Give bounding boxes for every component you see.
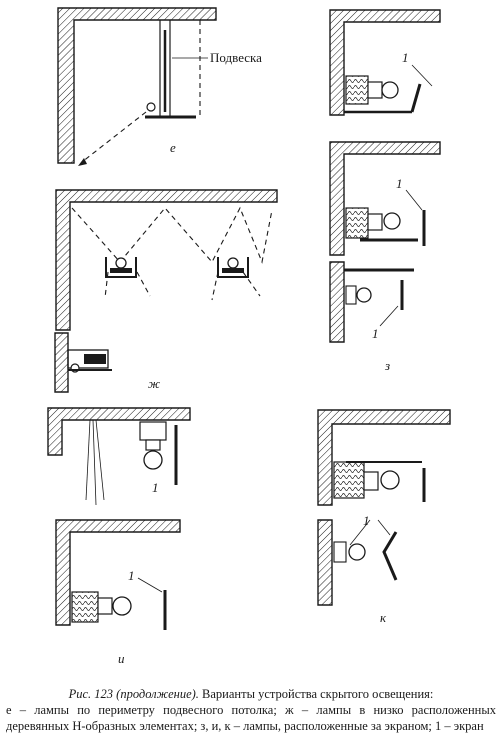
label-one-k: 1 [363,513,370,528]
variant-k: 1 к [317,409,451,625]
label-one-i1: 1 [152,480,159,495]
label-podveska: Подвеска [210,50,262,65]
label-one-i2: 1 [128,568,135,583]
variant-z: 1 1 1 з [329,9,441,373]
label-one-z2: 1 [396,176,403,191]
wall-zh-detail [54,332,69,393]
screen-1 [410,83,422,113]
variant-zh: ж [54,189,278,393]
label-z: з [384,358,390,373]
wall-i-1 [47,407,191,456]
wall-z-1 [329,9,441,116]
wall-zh [55,189,278,331]
caption-title: Рис. 123 (продолжение). [68,687,199,701]
label-one-z3: 1 [372,326,379,341]
variant-i: 1 1 и [47,407,191,666]
lamp-box-2 [217,257,249,278]
label-k: к [380,610,387,625]
figure-caption: Рис. 123 (продолжение). Варианты устройс… [6,686,496,734]
wall-k-1 [317,409,451,506]
wall-z-2 [329,141,441,256]
label-zh: ж [148,376,160,391]
screen-7 [382,531,398,581]
lamp-box-1 [105,257,137,278]
wall-z-3 [329,261,345,343]
lamp-icon [146,102,156,112]
wall-i-2 [55,519,181,626]
caption-heading: Варианты устройства скрытого освещения: [202,687,434,701]
wall-e [57,7,217,164]
label-e: е [170,140,176,155]
wall-k-2 [317,519,333,606]
caption-body: е – лампы по периметру подвесного потолк… [6,703,496,733]
label-one-z1: 1 [402,50,409,65]
lighting-figure: Подвеска е ж 1 [47,7,451,666]
variant-e: Подвеска е [57,7,262,166]
label-i: и [118,651,125,666]
